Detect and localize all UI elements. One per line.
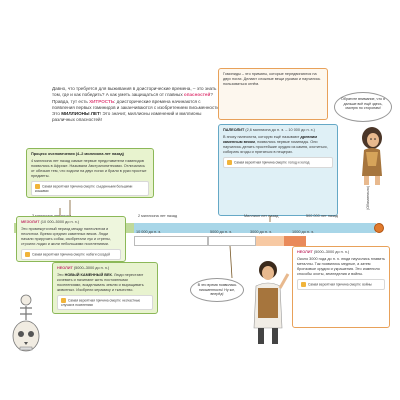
timeline-label: 1000 до н. э. — [292, 230, 315, 234]
intro-line: ! Это значит, миллионы изменений и милли… — [52, 111, 202, 123]
warning-icon — [61, 298, 66, 303]
timeline-segment-mesolith — [134, 236, 208, 246]
paleolith-body: В эпоху палеолита, которую ещё называют — [223, 135, 300, 139]
earliest-warning-text: Самая вероятная причина смерти: съеденны… — [35, 184, 133, 193]
neolith-left-body: Это — [57, 273, 64, 277]
explorer-illustration — [253, 261, 290, 344]
intro-line: : доисторические времена начинаются с по… — [52, 98, 221, 117]
hominid-note: Гоминиды – это приматы, которые передвиг… — [218, 68, 328, 120]
warning-icon — [301, 282, 306, 287]
warning-icon — [35, 184, 40, 189]
mesolith-period: (10 000–5000 до н. э.) — [40, 220, 80, 224]
paleolith-warning: Самая вероятная причина смерти: голод и … — [223, 157, 333, 168]
timeline-end-marker — [374, 223, 384, 233]
intro-strong: МИЛЛИОНЫ ЛЕТ — [61, 111, 100, 117]
center-speech-text: В это время появилась письменность! Ну ж… — [197, 283, 237, 297]
intro-text: Давно, что требуется для выживания в дои… — [52, 86, 222, 124]
timeline-segment-neolith — [256, 236, 284, 246]
paleolith-period: (2,6 миллиона до н. э. – 10 000 до н. э.… — [245, 128, 315, 132]
earliest-body: 4 миллиона лет назад самые первые предст… — [31, 159, 147, 178]
paleolith-box: ПАЛЕОЛИТ (2,6 миллиона до н. э. – 10 000… — [218, 124, 338, 216]
timeline-label: 10 000 до н. э. — [136, 230, 162, 234]
intro-accent: опасностей — [183, 92, 211, 98]
center-speech-bubble: В это время появилась письменность! Ну ж… — [190, 278, 244, 302]
paleolith-strong: древним каменным веком — [223, 135, 318, 144]
neolith-right-period: (5000–3000 до н. э.) — [313, 250, 350, 254]
timeline-segment-bronze — [284, 236, 306, 246]
timeline-label: 3000 до н. э. — [250, 230, 273, 234]
warning-icon — [227, 160, 232, 165]
earliest-title: Процесс очеловечения (4–2 миллиона лет н… — [31, 152, 124, 156]
neolith-left-body2: . Люди перестают кочевать и начинают жит… — [57, 273, 144, 292]
caveman-illustration — [362, 127, 382, 185]
paleolith-body2: , появились первые гоминиды. Они научили… — [223, 140, 328, 154]
intro-line: ? Правда, тут есть — [52, 92, 213, 104]
paleolith-title: ПАЛЕОЛИТ — [223, 128, 245, 132]
neolith-left-warning-text: Самая вероятная причина смерти: несчастн… — [61, 298, 141, 307]
intro-accent: ХИТРОСТЬ — [89, 98, 115, 104]
neolith-left-box: НЕОЛИТ (5000–3000 до н. э.) Это НОВЫЙ КА… — [52, 262, 158, 314]
timeline-segment-early-neolith — [208, 236, 256, 246]
mesolith-warning-text: Самая вероятная причина смерти: набеги с… — [32, 252, 111, 257]
mesolith-content: МЕЗОЛИТ (10 000–5000 до н. э.) Это проме… — [16, 216, 126, 262]
timeline-label: 2 миллиона лет назад — [138, 214, 178, 218]
neolith-right-body: Около 3000 года до н. э. люди научились … — [297, 257, 385, 276]
neolith-right-warning: Самая вероятная причина смерти: войны — [297, 279, 385, 290]
warning-icon — [25, 252, 30, 257]
neolith-right-title: НЕОЛИТ — [297, 250, 313, 254]
neolith-left-strong: НОВЫЙ КАМЕННЫЙ ВЕК — [64, 273, 112, 277]
hominid-note-text: Гоминиды – это приматы, которые передвиг… — [223, 72, 321, 86]
neolith-left-warning: Самая вероятная причина смерти: несчастн… — [57, 295, 153, 311]
timeline-segment-paleolith — [134, 223, 376, 233]
intro-line: А как уметь защищаться от главных — [105, 92, 183, 98]
paleolith-warning-text: Самая вероятная причина смерти: голод и … — [234, 160, 310, 165]
timeline-label: 500 000 лет назад — [306, 214, 339, 218]
neolith-left-title: НЕОЛИТ — [57, 266, 73, 270]
intro-line: Давно, что требуется для выживания в дои… — [52, 86, 221, 98]
neolith-right-warning-text: Самая вероятная причина смерти: войны — [308, 282, 372, 287]
caveman-speech-text: Обратите внимание, что я дальше всё ещё … — [341, 97, 385, 111]
earliest-period-box: Процесс очеловечения (4–2 миллиона лет н… — [26, 148, 154, 198]
skeleton-illustration — [12, 294, 40, 352]
neolith-left-period: (5000–3000 до н. э.) — [73, 266, 110, 270]
earliest-warning: Самая вероятная причина смерти: съеденны… — [31, 181, 149, 197]
neolith-right-box: НЕОЛИТ (5000–3000 до н. э.) Около 3000 г… — [292, 246, 390, 328]
caveman-speech-bubble: Обратите внимание, что я дальше всё ещё … — [334, 92, 392, 122]
timeline-label: 5000 до н. э. — [210, 230, 233, 234]
mesolith-title: МЕЗОЛИТ — [21, 220, 40, 224]
mesolith-body: Это промежуточный период между палеолито… — [21, 227, 111, 246]
mesolith-warning: Самая вероятная причина смерти: набеги с… — [21, 249, 121, 260]
timeline-label: Миллион лет назад — [244, 214, 279, 218]
